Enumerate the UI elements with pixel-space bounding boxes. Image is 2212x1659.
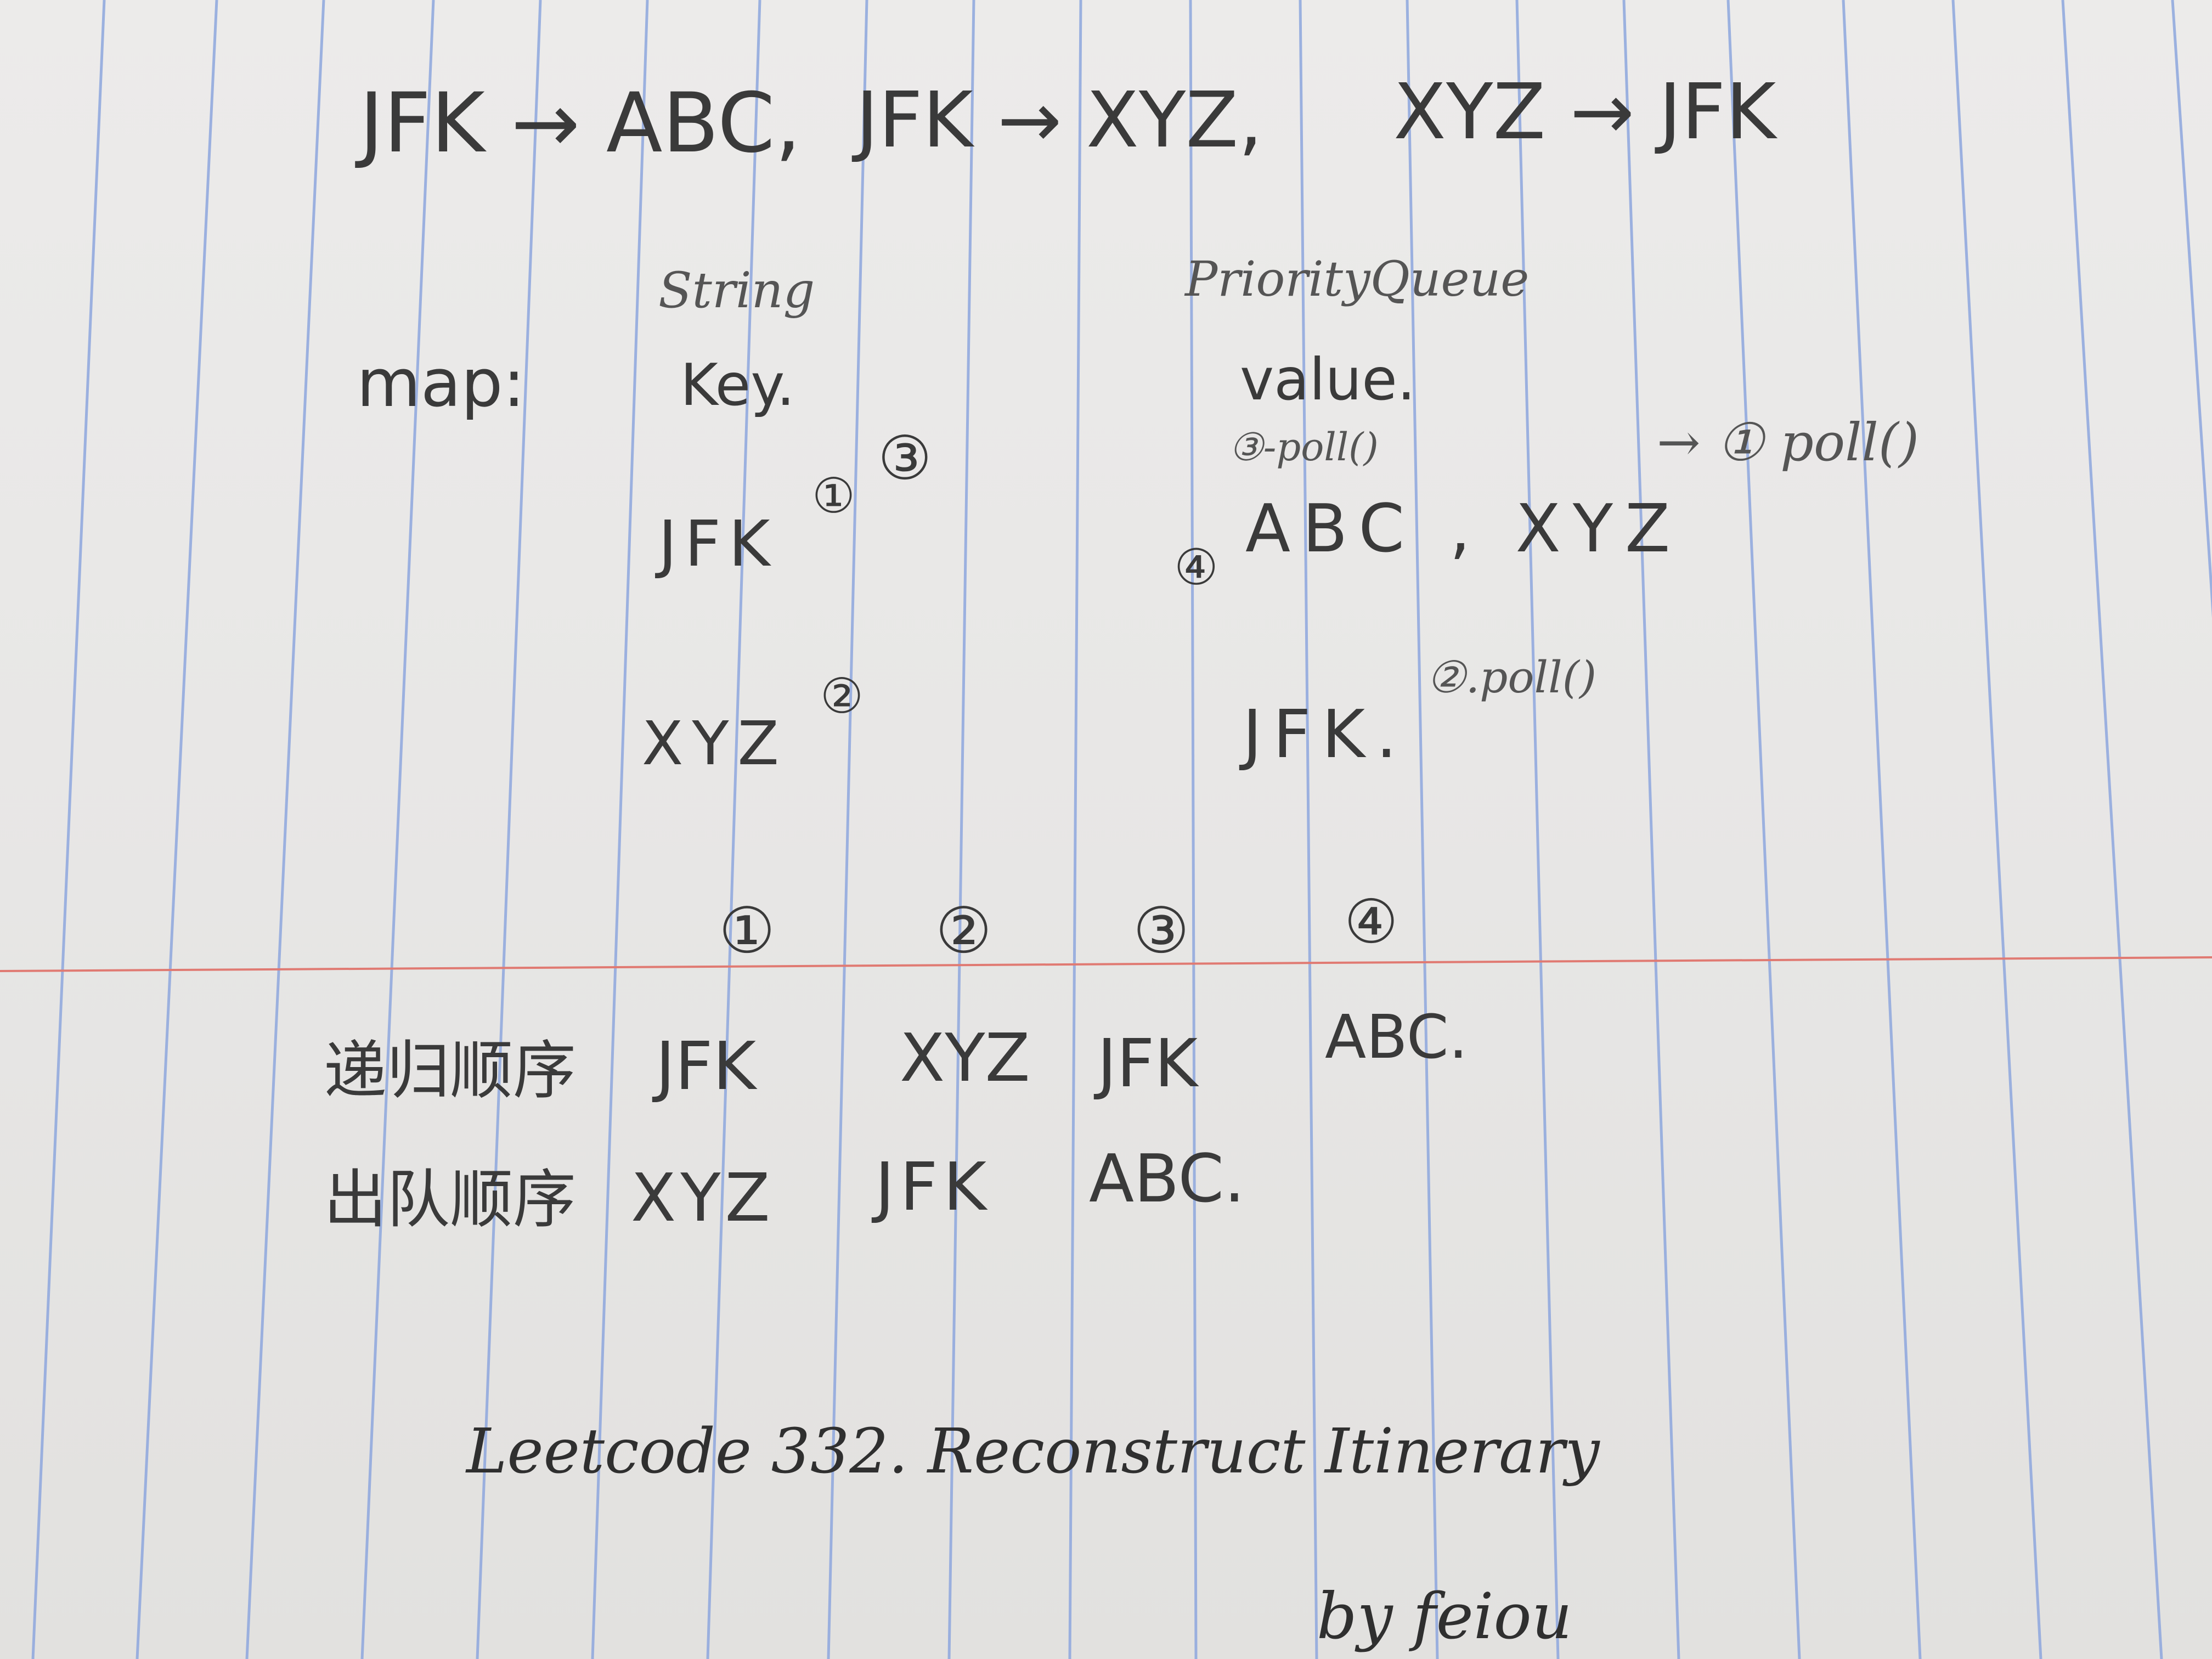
rule-line — [1622, 0, 1680, 1659]
dequeue-item-3: ABC. — [1089, 1141, 1245, 1217]
recursion-item-3: JFK — [1097, 1026, 1198, 1102]
key-xyz: XYZ — [642, 708, 788, 778]
key-label: Key. — [680, 352, 795, 419]
rule-line — [136, 0, 218, 1659]
rule-line — [31, 0, 106, 1659]
edge-jfk-abc: JFK → ABC, — [359, 76, 802, 171]
margin-line — [0, 956, 2212, 972]
dequeue-item-1: XYZ — [631, 1160, 775, 1237]
rule-line — [1299, 0, 1318, 1659]
value-type-label: PriorityQueue — [1185, 251, 1530, 307]
recursion-item-1: JFK — [656, 1029, 757, 1105]
value-label: value. — [1240, 346, 1416, 413]
author-signature: by feiou — [1317, 1580, 1572, 1654]
recursion-order-label: 递归顺序 — [324, 1034, 577, 1108]
step-1: ① — [719, 894, 776, 968]
marker-2-key-xyz: ② — [820, 668, 864, 724]
rule-line — [591, 0, 649, 1659]
rule-line — [1951, 0, 2042, 1659]
value-jfk: JFK. — [1243, 697, 1408, 773]
poll-note-2: ②.poll() — [1426, 652, 1597, 703]
step-2: ② — [935, 894, 992, 968]
rule-line — [947, 0, 975, 1659]
problem-title: Leetcode 332. Reconstruct Itinerary — [466, 1416, 1600, 1487]
rule-line — [827, 0, 868, 1659]
dequeue-item-2: JFK — [875, 1149, 992, 1226]
rule-line — [706, 0, 761, 1659]
rule-line — [1842, 0, 1922, 1659]
value-abc-xyz: ABC , XYZ — [1245, 491, 1683, 567]
dequeue-order-label: 出队顺序 — [324, 1163, 577, 1237]
rule-line — [1068, 0, 1082, 1659]
rule-line — [1515, 0, 1560, 1659]
key-type-label: String — [658, 262, 815, 319]
edge-jfk-xyz: JFK → XYZ, — [856, 76, 1263, 165]
poll-note-3: ③-poll() — [1229, 425, 1379, 470]
rule-line — [1726, 0, 1801, 1659]
recursion-item-2: XYZ — [900, 1020, 1030, 1097]
poll-note-1: → ① poll() — [1657, 413, 1920, 473]
key-jfk: JFK — [658, 507, 778, 581]
step-3: ③ — [1133, 894, 1190, 968]
rule-line — [476, 0, 542, 1659]
step-4: ④ — [1344, 887, 1398, 957]
rule-line — [2061, 0, 2163, 1659]
recursion-item-4: ABC. — [1325, 1002, 1468, 1072]
rule-line — [1189, 0, 1198, 1659]
rule-line — [1406, 0, 1439, 1659]
marker-4-value: ④ — [1174, 539, 1218, 596]
rule-line — [245, 0, 325, 1659]
edge-xyz-jfk: XYZ → JFK — [1393, 67, 1776, 157]
rule-line — [2171, 0, 2212, 618]
map-label: map: — [357, 346, 526, 422]
marker-3-key: ③ — [878, 423, 932, 493]
rule-line — [360, 0, 435, 1659]
marker-1-key-jfk: ① — [812, 467, 855, 524]
